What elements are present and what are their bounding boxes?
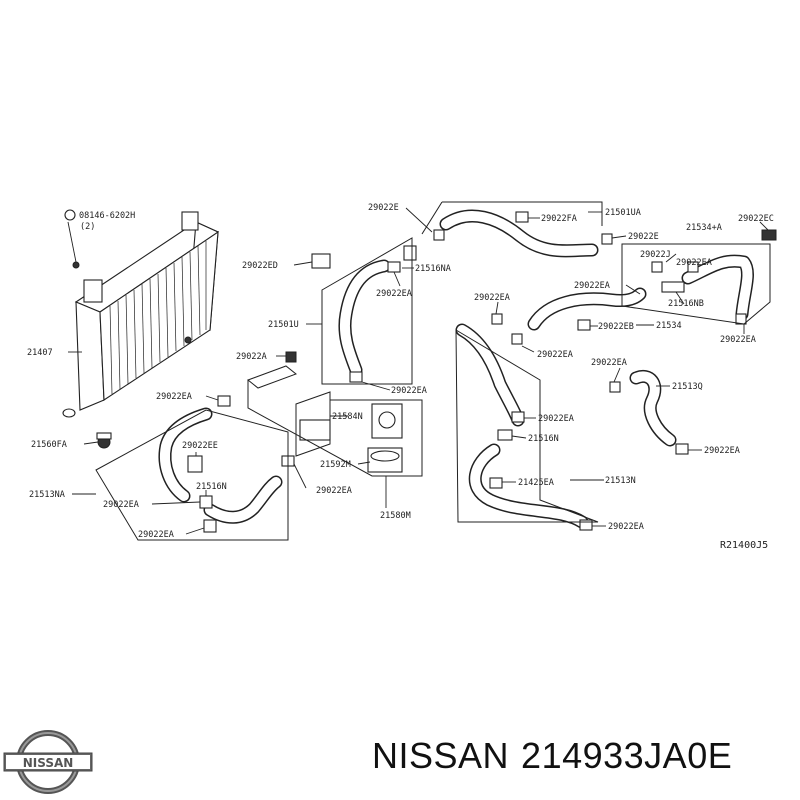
- clamps: [187, 211, 777, 533]
- label-hose-513q: 21513Q: [672, 382, 703, 392]
- bolt-symbol: [64, 209, 76, 221]
- label-clamp-ea-534: 29022EA: [574, 281, 610, 291]
- label-hose-534: 21534: [656, 321, 682, 331]
- label-clamp-ea-513q-a: 29022EA: [591, 358, 627, 368]
- diagram-reference: R21400J5: [720, 540, 768, 551]
- label-clamp-ec-right: 29022EC: [738, 214, 774, 224]
- label-clamp-ea-534-left: 29022EA: [474, 293, 510, 303]
- radiator: [62, 211, 220, 449]
- label-clamp-ed: 29022ED: [242, 261, 278, 271]
- label-hose-upper-a: 21501UA: [605, 208, 641, 218]
- label-clamp-ea-far-right: 29022EA: [720, 335, 756, 345]
- label-clamp-j: 29022J: [640, 250, 671, 260]
- label-clamp-ea-mid: 29022EA: [537, 350, 573, 360]
- part-title: NISSAN 214933JA0E: [372, 735, 792, 785]
- label-joint-n-mid: 21516N: [528, 434, 559, 444]
- label-clamp-ea-na: 29022EA: [376, 289, 412, 299]
- label-clamp-ea-bottom: 29022EA: [608, 522, 644, 532]
- part-labels: 08146-6202H (2) 21407 21560FA 21513NA 29…: [27, 203, 774, 551]
- hoses: [158, 209, 754, 529]
- label-joint-na: 21516NA: [415, 264, 451, 274]
- label-mount: 21560FA: [31, 440, 67, 450]
- label-clamp-eb: 29022EB: [598, 322, 634, 332]
- label-hose-534a: 21534+A: [686, 223, 722, 233]
- label-bracket-584n: 21584N: [332, 412, 363, 422]
- label-clamp-a: 29022A: [236, 352, 267, 362]
- reservoir-assembly: [246, 365, 403, 473]
- label-clamp-ea-nb: 29022EA: [676, 258, 712, 268]
- label-clamp-e-right: 29022E: [628, 232, 659, 242]
- label-reservoir: 21580M: [380, 511, 411, 521]
- label-hose-513n: 21513N: [605, 476, 636, 486]
- label-clamp-ea-513: 29022EA: [538, 414, 574, 424]
- nissan-logo: NISSAN: [3, 730, 93, 794]
- label-clamp-e-top: 29022E: [368, 203, 399, 213]
- label-bracket-425: 21425EA: [518, 478, 554, 488]
- label-hose-upper: 21501U: [268, 320, 299, 330]
- label-cap-592m: 21592M: [320, 460, 351, 470]
- label-clamp-ea-center: 29022EA: [316, 486, 352, 496]
- logo-lettering: NISSAN: [23, 756, 74, 770]
- label-clamp-ee: 29022EE: [182, 441, 218, 451]
- label-clamp-fa: 29022FA: [541, 214, 577, 224]
- part-number: 214933JA0E: [521, 735, 733, 776]
- label-bolt-qty: (2): [80, 222, 95, 232]
- label-clamp-ea-left-top: 29022EA: [156, 392, 192, 402]
- label-hose-lower-left: 21513NA: [29, 490, 65, 500]
- group-outlines: [95, 201, 771, 541]
- label-joint-n-left: 21516N: [196, 482, 227, 492]
- label-clamp-ea-left1: 29022EA: [103, 500, 139, 510]
- brand-name: NISSAN: [372, 735, 510, 776]
- label-clamp-ea-left2: 29022EA: [138, 530, 174, 540]
- leader-lines: [67, 207, 769, 535]
- label-bolt: 08146-6202H: [79, 211, 135, 221]
- label-radiator: 21407: [27, 348, 53, 358]
- label-clamp-ea-upper-bottom: 29022EA: [391, 386, 427, 396]
- label-joint-nb: 21516NB: [668, 299, 704, 309]
- label-clamp-ea-513q-b: 29022EA: [704, 446, 740, 456]
